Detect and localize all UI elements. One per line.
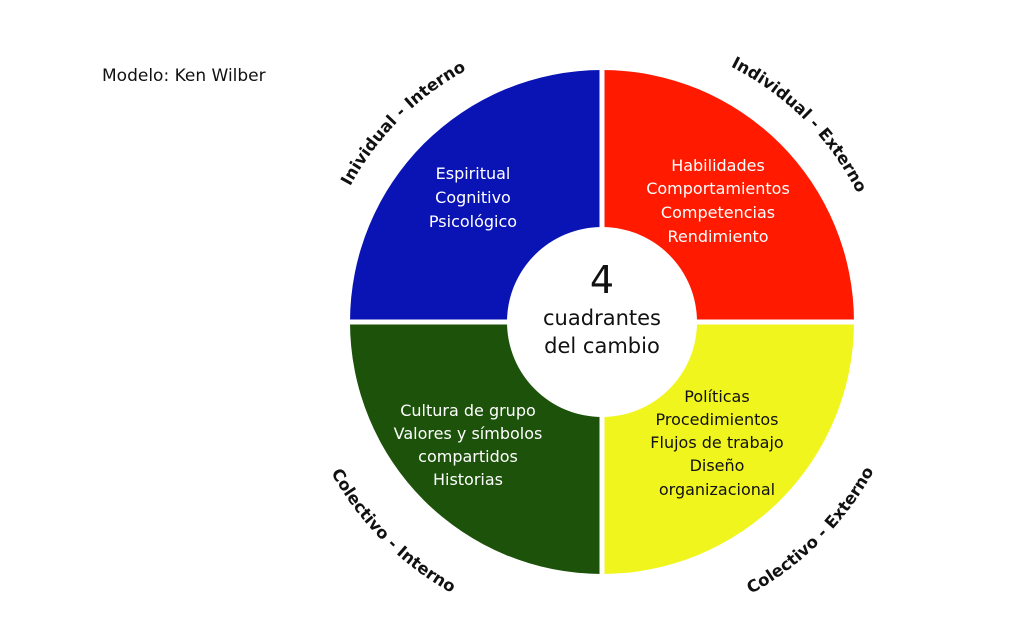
list-item: Espiritual [436, 164, 511, 183]
center-line-1: cuadrantes [543, 306, 661, 330]
list-item: Diseño [690, 456, 745, 475]
center-line-2: del cambio [544, 334, 660, 358]
list-item: organizacional [659, 480, 775, 499]
list-item: Valores y símbolos [394, 424, 543, 443]
list-item: Historias [433, 470, 503, 489]
list-item: Procedimientos [655, 410, 778, 429]
upper-right-items: Habilidades Comportamientos Competencias… [646, 156, 790, 246]
list-item: compartidos [418, 447, 518, 466]
list-item: Flujos de trabajo [650, 433, 783, 452]
model-caption: Modelo: Ken Wilber [102, 66, 266, 86]
list-item: Políticas [684, 387, 749, 406]
list-item: Cognitivo [435, 188, 511, 207]
list-item: Rendimiento [667, 227, 768, 246]
list-item: Psicológico [429, 212, 517, 231]
lower-left-items: Cultura de grupo Valores y símbolos comp… [394, 401, 543, 489]
list-item: Habilidades [671, 156, 765, 175]
center-circle [507, 227, 697, 417]
lower-right-items: Políticas Procedimientos Flujos de traba… [650, 387, 783, 499]
center-number: 4 [590, 258, 614, 302]
list-item: Cultura de grupo [400, 401, 536, 420]
list-item: Competencias [661, 203, 775, 222]
list-item: Comportamientos [646, 179, 790, 198]
upper-left-items: Espiritual Cognitivo Psicológico [429, 164, 517, 231]
